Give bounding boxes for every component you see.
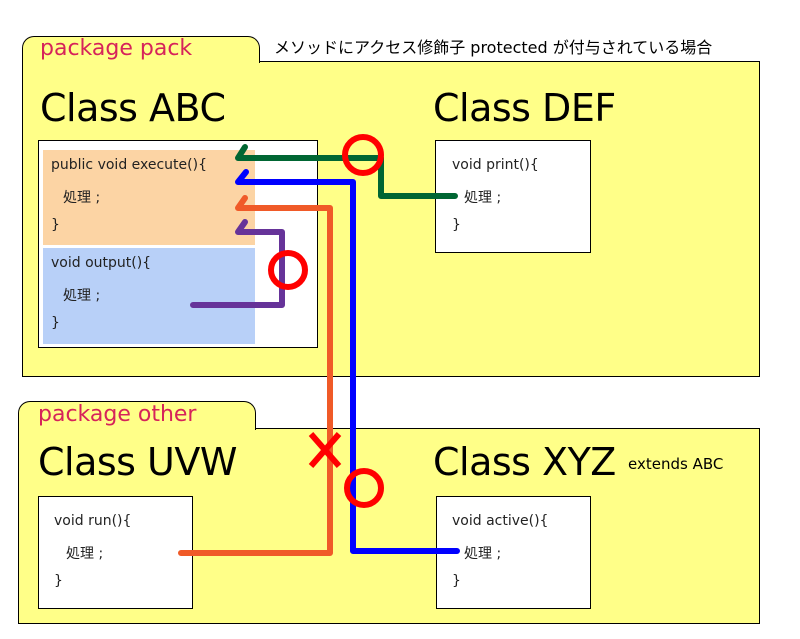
code-line: 処理 ; xyxy=(66,546,104,562)
package-pack-label: package pack xyxy=(40,36,193,61)
diagram-caption: メソッドにアクセス修飾子 protected が付与されている場合 xyxy=(274,38,713,57)
class-abc-title: Class ABC xyxy=(40,86,226,130)
package-other-tab-join xyxy=(19,425,255,431)
method-output: void output(){ 処理 ; } xyxy=(43,248,255,344)
package-pack-tab-join xyxy=(23,58,259,64)
class-def-box: void print(){ 処理 ; } xyxy=(435,140,591,253)
class-xyz-extends: extends ABC xyxy=(628,455,724,473)
code-line: void output(){ xyxy=(51,255,152,271)
method-execute: public void execute(){ 処理 ; } xyxy=(43,150,255,245)
class-uvw-box: void run(){ 処理 ; } xyxy=(38,496,193,609)
code-line: } xyxy=(54,573,63,589)
class-abc-box: public void execute(){ 処理 ; } void outpu… xyxy=(38,140,318,348)
code-line: void active(){ xyxy=(452,513,549,529)
code-line: } xyxy=(452,217,461,233)
code-line: 処理 ; xyxy=(464,546,502,562)
code-line: 処理 ; xyxy=(63,288,101,304)
code-line: void print(){ xyxy=(452,157,539,173)
code-line: void run(){ xyxy=(54,513,132,529)
class-xyz-box: void active(){ 処理 ; } xyxy=(436,496,591,609)
code-line: 処理 ; xyxy=(464,190,502,206)
code-line: } xyxy=(51,315,60,331)
class-xyz-title: Class XYZ xyxy=(433,440,616,484)
code-line: public void execute(){ xyxy=(51,157,207,173)
package-other-label: package other xyxy=(38,402,197,427)
code-line: } xyxy=(51,217,60,233)
code-line: } xyxy=(452,573,461,589)
class-def-title: Class DEF xyxy=(433,86,616,130)
code-line: 処理 ; xyxy=(63,190,101,206)
class-uvw-title: Class UVW xyxy=(38,440,237,484)
